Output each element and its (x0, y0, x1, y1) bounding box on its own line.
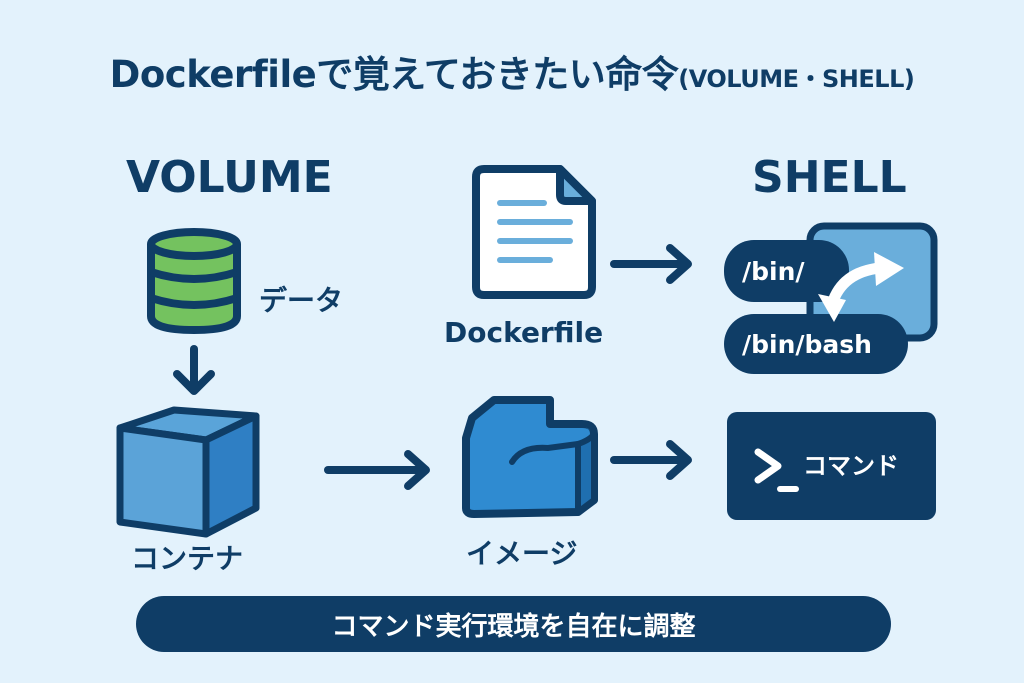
old-shell-text: /bin/ (742, 256, 805, 286)
title-sub: (VOLUME・SHELL) (678, 65, 915, 93)
arrow-right-icon (610, 440, 692, 480)
page-title: Dockerfileで覚えておきたい命令(VOLUME・SHELL) (0, 44, 1024, 98)
container-label: コンテナ (131, 542, 244, 575)
dockerfile-document-icon (472, 165, 596, 299)
arrow-right-icon (324, 450, 430, 490)
title-main: Dockerfileで覚えておきたい命令 (109, 53, 679, 96)
arrow-right-icon (610, 244, 692, 284)
container-box-icon (116, 406, 260, 538)
swap-arrow-icon (818, 252, 904, 322)
arrow-down-icon (173, 345, 215, 395)
terminal-prompt-icon (754, 448, 799, 492)
banner-text: コマンド実行環境を自在に調整 (331, 611, 696, 642)
volume-heading: VOLUME (126, 152, 333, 203)
command-box (727, 412, 936, 520)
dockerfile-label: Dockerfile (444, 316, 604, 349)
image-folder-icon (462, 396, 598, 518)
shell-heading: SHELL (752, 152, 907, 203)
new-shell-pill: /bin/bash (724, 314, 908, 374)
command-label: コマンド (803, 452, 899, 480)
data-label: データ (259, 284, 344, 317)
database-icon (147, 228, 241, 334)
summary-banner: コマンド実行環境を自在に調整 (136, 596, 891, 652)
old-shell-pill: /bin/ (724, 240, 849, 302)
image-label: イメージ (466, 537, 578, 570)
new-shell-text: /bin/bash (742, 329, 872, 359)
